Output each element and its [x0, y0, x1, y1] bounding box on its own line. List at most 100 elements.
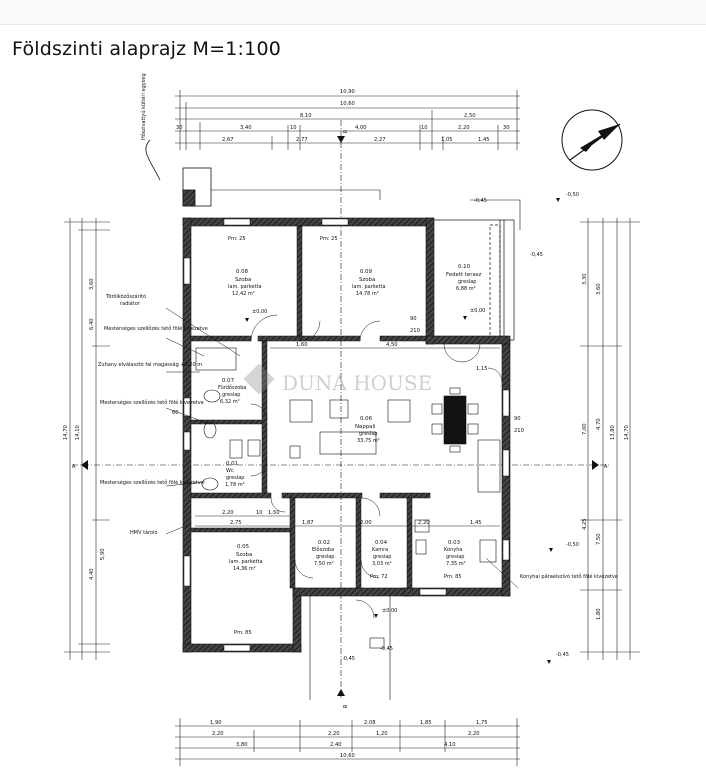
- int-dim-5: 10: [256, 510, 263, 516]
- note-vent1: Mesterséges szellőzés tető fölé kivezetv…: [104, 325, 208, 332]
- room-007-area: 6,32 m²: [220, 399, 240, 405]
- note-vent2: Mesterséges szellőzés tető fölé kivezetv…: [100, 399, 204, 406]
- bathroom-fixtures: [195, 347, 261, 491]
- annotations: [165, 307, 519, 589]
- room-009-name: Szoba: [359, 277, 375, 283]
- dim-bottom-r3c: 4,10: [444, 742, 456, 748]
- int-dim-7: 2,75: [230, 520, 242, 526]
- section-b-label-bottom: B: [341, 705, 347, 709]
- dim-bottom-r1d: 1,75: [476, 720, 488, 726]
- living-furniture: [289, 387, 479, 459]
- note-boiler: HMV tároló: [130, 529, 158, 536]
- note-shower: Zuhany elválasztó fal magasság +2,20 m: [98, 361, 202, 368]
- room-005-name: Szoba: [236, 552, 252, 558]
- room-001-floor: greslap: [226, 475, 244, 481]
- watermark-text: DUNA HOUSE: [282, 371, 432, 395]
- section-markers: [72, 120, 610, 700]
- room-010-floor: greslap: [458, 279, 476, 285]
- dimension-right: [580, 218, 640, 660]
- int-dim-2: 4,50: [386, 342, 398, 348]
- room-002-name: Előszoba: [312, 547, 334, 553]
- dim-right-b: 3,60: [596, 283, 602, 295]
- room-003-code: 0.03: [448, 540, 460, 546]
- room-008-name: Szoba: [235, 277, 251, 283]
- annotation-text: Törölközőszárító radiátor Mesterséges sz…: [98, 293, 618, 580]
- room-007-name: Fürdőszoba: [218, 385, 247, 391]
- int-dim-10: 2,20: [418, 520, 430, 526]
- int-dim-15: 90: [514, 416, 521, 422]
- dim-bottom-r1b: 2,08: [364, 720, 376, 726]
- dim-top-seg2: 2,50: [464, 113, 476, 119]
- int-dim-3: 1,15: [476, 366, 488, 372]
- top-bar: [0, 0, 706, 25]
- room-009-area: 14,78 m²: [356, 291, 379, 297]
- dim-top-seg1: 8,10: [300, 113, 312, 119]
- dim-right-inner: 13,80: [610, 425, 616, 440]
- level-floor-a: ±0,00: [252, 309, 267, 315]
- int-dim-1: 1,60: [296, 342, 308, 348]
- int-dim-13: 210: [410, 328, 420, 334]
- room-003-floor: greslap: [446, 554, 464, 560]
- room-008-height: Pm: 25: [228, 236, 246, 242]
- room-006-name: Nappali: [355, 424, 375, 430]
- dim-bottom-r2a: 2,20: [212, 731, 224, 737]
- dim-top-total: 10,90: [340, 89, 355, 95]
- site-lines: [211, 189, 521, 700]
- windows: [183, 218, 510, 652]
- plan-title: Földszinti alaprajz M=1:100: [12, 38, 282, 60]
- dim-top-r4b: 2,77: [296, 137, 308, 143]
- dim-top-r4e: 1,45: [478, 137, 490, 143]
- room-004-height: Pm: 72: [370, 574, 388, 580]
- room-002-area: 7,50 m²: [314, 561, 334, 567]
- section-a-label-right: A: [604, 464, 608, 470]
- dim-top-r4d: 1,05: [441, 137, 453, 143]
- dim-bottom-total: 10,60: [340, 753, 355, 759]
- section-b-bottom-marker: [337, 689, 345, 696]
- dim-bottom-r2c: 1,20: [376, 731, 388, 737]
- room-001-code: 0.01: [226, 461, 238, 467]
- dim-left-b: 6,40: [89, 318, 95, 330]
- dim-bottom-r2b: 2,20: [328, 731, 340, 737]
- room-003-height: Pm: 85: [444, 574, 462, 580]
- dim-top-r3c: 10: [290, 125, 297, 131]
- dim-bottom-r3b: 2,40: [330, 742, 342, 748]
- room-008-code: 0.08: [236, 269, 249, 275]
- dim-top-r3e: 10: [421, 125, 428, 131]
- room-005-floor: lam. parketta: [229, 559, 263, 565]
- room-009-code: 0.09: [360, 269, 373, 275]
- room-003-area: 7,35 m²: [446, 561, 466, 567]
- room-002-code: 0.02: [318, 540, 330, 546]
- dim-bottom-r3a: 3,80: [236, 742, 248, 748]
- dim-left-total: 14,70: [63, 425, 69, 440]
- note-vent3: Mesterséges szellőzés tető fölé kivezetv…: [100, 479, 204, 486]
- level-ext-top: -0,45: [474, 198, 487, 204]
- room-009-floor: lam. parketta: [352, 284, 386, 290]
- section-a-right-marker: [592, 460, 599, 470]
- room-004-floor: greslap: [373, 554, 391, 560]
- dim-top-r4c: 2,27: [374, 137, 386, 143]
- dim-bottom-r1a: 1,90: [210, 720, 222, 726]
- room-004-code: 0.04: [375, 540, 388, 546]
- room-008-area: 12,42 m²: [232, 291, 255, 297]
- dim-right-total: 14,70: [624, 425, 630, 440]
- room-002-floor: greslap: [316, 554, 334, 560]
- kitchen-fixtures: [369, 439, 501, 649]
- level-ext-right: -0,45: [530, 252, 543, 258]
- dim-top-r4a: 2,67: [222, 137, 234, 143]
- interior-dimensions: 1,60 4,50 1,15 2,20 10 1,50 2,75 1,87 2,…: [172, 316, 524, 527]
- room-010-name: Fedett terasz: [446, 272, 482, 278]
- dim-left-d: 5,90: [100, 548, 106, 560]
- level-ext-s: -0,45: [342, 656, 355, 662]
- dimension-top: [175, 90, 520, 150]
- dim-left-c: 4,40: [89, 568, 95, 580]
- heat-pump-unit: [145, 139, 212, 207]
- dim-top-r3f: 2,20: [458, 125, 470, 131]
- dim-top-r3a: 30: [176, 125, 183, 131]
- room-001-name: Wc: [226, 468, 234, 474]
- room-004-name: Kamra: [372, 547, 388, 553]
- int-dim-4: 2,20: [222, 510, 234, 516]
- section-b-top-marker: [337, 136, 345, 143]
- section-a-left-marker: [81, 460, 88, 470]
